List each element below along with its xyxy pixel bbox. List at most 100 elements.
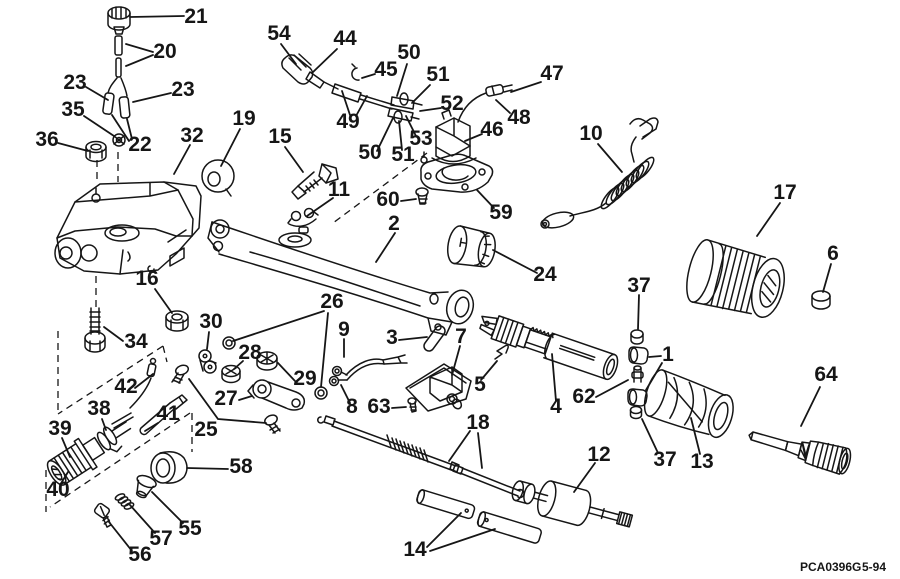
leader-lines: [57, 15, 832, 552]
leader-line-58: [186, 467, 229, 470]
part-37-1-62-stack: [627, 329, 649, 420]
callout-57: 57: [149, 527, 172, 550]
leader-line-63: [391, 406, 407, 409]
callout-37: 37: [627, 274, 650, 297]
leader-line-29: [277, 362, 296, 382]
callout-64: 64: [814, 363, 838, 386]
leader-line-46: [464, 133, 483, 142]
leader-line-23: [132, 92, 172, 103]
part-41-rod: [139, 394, 188, 436]
callout-50: 50: [358, 141, 381, 164]
part-56-screw: [93, 502, 112, 528]
part-22-washer: [112, 133, 126, 147]
leader-line-4: [551, 353, 557, 402]
leader-line-37: [641, 418, 659, 454]
callout-58: 58: [229, 455, 253, 478]
callout-36: 36: [35, 128, 58, 151]
callout-26: 26: [320, 290, 343, 313]
callout-40: 40: [46, 478, 69, 501]
callout-35: 35: [61, 98, 85, 121]
part-4-throttle-shaft: [479, 315, 619, 381]
leader-line-8: [340, 384, 351, 404]
leader-line-38: [101, 418, 107, 431]
leader-line-3: [398, 336, 428, 341]
callout-13: 13: [690, 450, 713, 473]
part-24-collar: [446, 225, 496, 268]
callout-41: 41: [156, 402, 180, 425]
part-39-40-plug: [46, 421, 132, 486]
part-34-bolt: [84, 307, 106, 353]
leader-line-24: [492, 249, 538, 274]
callout-23: 23: [171, 78, 194, 101]
callout-24: 24: [533, 263, 557, 286]
leader-line-39: [61, 437, 71, 458]
part-36-locknut: [85, 140, 107, 163]
leader-line-54: [280, 43, 297, 65]
leader-line-50: [396, 63, 408, 97]
callout-16: 16: [135, 267, 158, 290]
leader-line-14: [429, 528, 496, 552]
callout-34: 34: [124, 330, 148, 353]
part-60-screw: [415, 187, 429, 205]
callout-62: 62: [572, 385, 595, 408]
callout-7: 7: [455, 325, 467, 348]
leader-line-2: [375, 232, 396, 263]
callout-18: 18: [466, 411, 490, 434]
leader-line-26: [232, 310, 325, 342]
leader-line-1: [645, 362, 663, 391]
part-11-clamp: [287, 207, 319, 228]
leader-line-52: [419, 107, 442, 112]
leader-line-59: [476, 189, 495, 209]
leader-line-23: [85, 86, 109, 101]
part-32-housing: [54, 181, 202, 275]
callout-5: 5: [474, 373, 486, 396]
callout-15: 15: [268, 125, 292, 148]
leader-line-51: [398, 120, 403, 151]
leader-line-44: [311, 48, 338, 74]
leader-line-64: [800, 386, 821, 427]
part-12-cable-drum: [511, 480, 634, 528]
leader-line-32: [173, 144, 191, 175]
leader-line-40: [59, 471, 69, 486]
leader-line-22: [126, 118, 133, 140]
drawing-date: 5-94: [862, 560, 886, 574]
part-15-bolt: [291, 163, 339, 200]
callout-32: 32: [180, 124, 203, 147]
callout-12: 12: [587, 443, 610, 466]
part-44-cable-sleeve: [323, 81, 395, 110]
leader-line-12: [573, 462, 596, 493]
leader-line-60: [400, 198, 417, 202]
part-17-grip: [686, 239, 785, 319]
leader-line-18: [477, 432, 483, 469]
callout-14: 14: [403, 538, 427, 561]
part-27-lever: [247, 379, 306, 411]
leader-line-62: [595, 379, 629, 398]
part-23-cable-ends: [102, 92, 131, 119]
leader-line-53: [405, 115, 417, 137]
callout-46: 46: [480, 118, 503, 141]
leader-line-16: [154, 288, 173, 314]
leader-line-57: [129, 504, 156, 534]
callout-47: 47: [540, 62, 563, 85]
leader-line-30: [206, 331, 210, 350]
callout-52: 52: [440, 92, 463, 115]
drawing-code: PCA0396G: [800, 560, 861, 574]
leader-line-19: [220, 128, 241, 167]
callout-51: 51: [391, 143, 415, 166]
part-20-shaft: [107, 35, 128, 97]
part-64-tool: [748, 431, 852, 475]
callout-60: 60: [376, 188, 399, 211]
leader-line-55: [151, 491, 184, 524]
part-30-clamp: [198, 349, 217, 374]
callout-10: 10: [579, 122, 602, 145]
callout-23: 23: [63, 71, 86, 94]
part-46-coil: [431, 109, 477, 165]
callout-22: 22: [128, 133, 151, 156]
callout-8: 8: [346, 395, 358, 418]
callout-1: 1: [662, 343, 674, 366]
leader-line-47: [510, 81, 542, 93]
leader-line-51: [411, 84, 431, 104]
